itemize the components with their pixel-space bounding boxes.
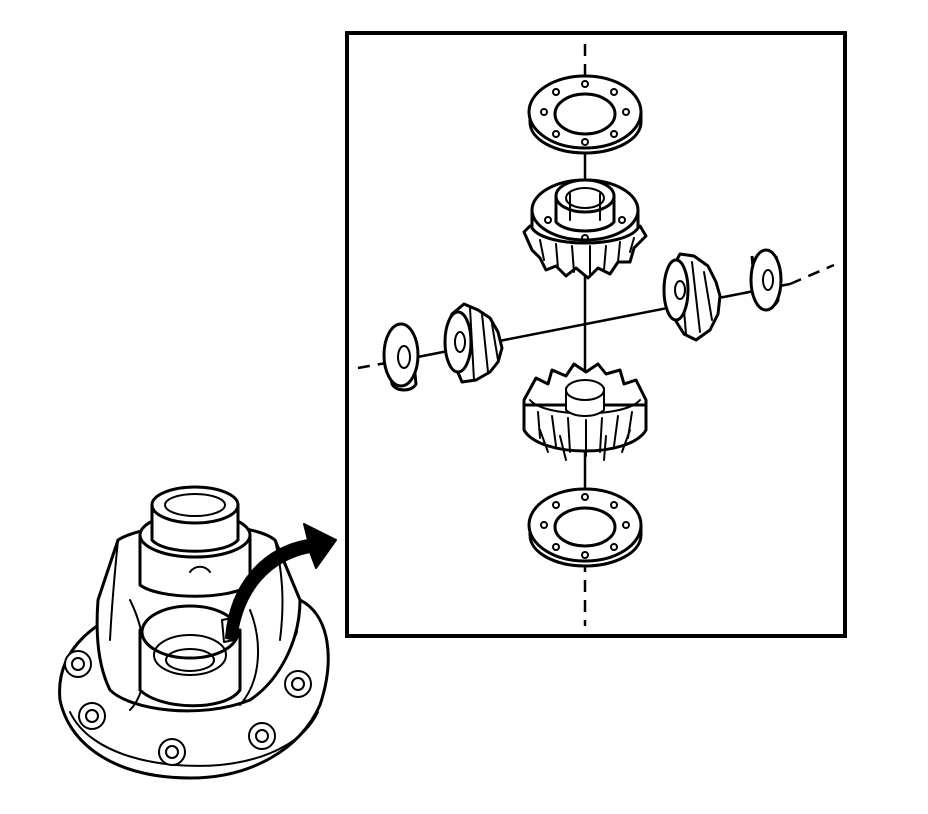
right-pinion-gear [662, 252, 722, 342]
lower-thrust-washer [527, 487, 643, 568]
lower-side-gear [522, 362, 648, 461]
left-pinion-gear [443, 302, 504, 384]
right-pinion-washer [749, 248, 783, 312]
upper-thrust-washer [527, 74, 643, 155]
differential-case [58, 485, 330, 780]
upper-side-gear [522, 178, 648, 280]
left-pinion-washer [382, 322, 420, 392]
pointer-arrow [225, 523, 337, 641]
